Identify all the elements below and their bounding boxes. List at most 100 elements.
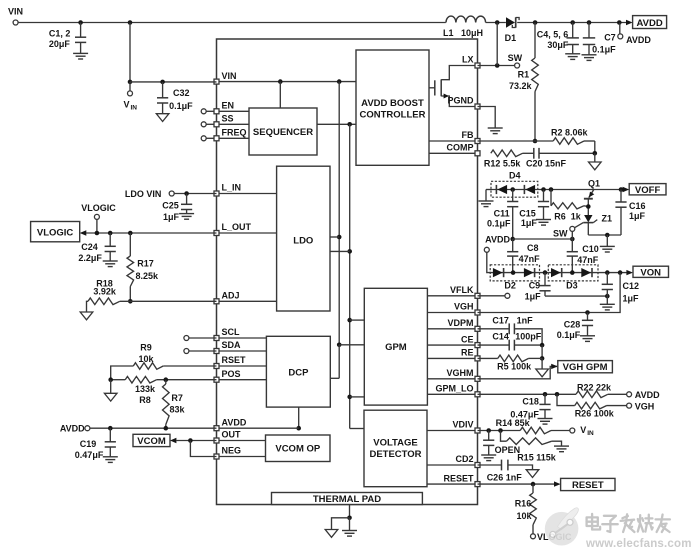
svg-text:C7: C7 [604, 32, 616, 42]
svg-text:L_IN: L_IN [222, 183, 242, 193]
svg-text:OPEN: OPEN [495, 445, 521, 455]
svg-text:VDPM: VDPM [447, 318, 473, 328]
svg-text:0.47μF: 0.47μF [510, 409, 539, 419]
svg-text:D1: D1 [505, 33, 517, 43]
svg-text:C4, 5, 6: C4, 5, 6 [537, 29, 569, 39]
svg-text:LX: LX [462, 55, 474, 65]
svg-text:AVDD: AVDD [222, 417, 247, 427]
svg-text:VIN: VIN [8, 7, 23, 17]
svg-text:20μF: 20μF [49, 39, 71, 49]
svg-text:VGH: VGH [454, 302, 474, 312]
svg-text:100pF: 100pF [515, 331, 542, 341]
svg-text:www.elecfans.com: www.elecfans.com [585, 538, 692, 550]
svg-text:VGH GPM: VGH GPM [563, 362, 608, 373]
svg-text:RE: RE [461, 348, 474, 358]
svg-text:CD2: CD2 [455, 454, 473, 464]
svg-text:47nF: 47nF [577, 255, 599, 265]
svg-text:Q1: Q1 [588, 178, 600, 188]
svg-text:AVDD: AVDD [485, 234, 510, 244]
svg-text:L_OUT: L_OUT [222, 222, 252, 232]
svg-text:C20 15nF: C20 15nF [526, 158, 567, 168]
svg-text:AVDD: AVDD [635, 390, 660, 400]
svg-text:8.25k: 8.25k [136, 271, 160, 281]
svg-text:73.2k: 73.2k [509, 81, 533, 91]
svg-text:AVDD: AVDD [60, 424, 85, 434]
svg-text:R8: R8 [139, 395, 151, 405]
svg-text:VGHM: VGHM [447, 368, 474, 378]
svg-text:C28: C28 [564, 319, 581, 329]
svg-text:CE: CE [461, 334, 474, 344]
svg-text:D4: D4 [509, 171, 521, 181]
svg-text:C10: C10 [582, 244, 599, 254]
svg-text:POS: POS [222, 369, 241, 379]
svg-text:1μF: 1μF [521, 218, 538, 228]
svg-text:R16: R16 [515, 498, 532, 508]
svg-text:FB: FB [462, 130, 474, 140]
svg-text:RESET: RESET [443, 473, 474, 483]
svg-text:0.1μF: 0.1μF [592, 45, 616, 55]
svg-text:SW: SW [553, 229, 568, 239]
svg-text:IN: IN [587, 430, 594, 437]
svg-text:ADJ: ADJ [222, 291, 240, 301]
svg-text:LDO: LDO [293, 236, 313, 247]
svg-text:FREQ: FREQ [222, 128, 247, 138]
svg-text:1k: 1k [571, 211, 582, 221]
svg-text:SS: SS [222, 114, 234, 124]
svg-text:RESET: RESET [572, 480, 604, 491]
svg-text:VCOM: VCOM [137, 436, 166, 447]
svg-text:R2 8.06k: R2 8.06k [551, 128, 589, 138]
svg-text:D3: D3 [566, 281, 578, 291]
svg-text:COMP: COMP [447, 143, 474, 153]
svg-text:1μF: 1μF [525, 292, 542, 302]
svg-text:C18: C18 [522, 397, 539, 407]
svg-text:L1: L1 [443, 28, 454, 38]
svg-text:VDIV: VDIV [452, 420, 473, 430]
svg-text:DETECTOR: DETECTOR [369, 449, 421, 460]
svg-text:CONTROLLER: CONTROLLER [360, 110, 426, 121]
svg-text:VGH: VGH [635, 402, 655, 412]
svg-text:AVDD: AVDD [626, 35, 651, 45]
svg-text:VCOM OP: VCOM OP [275, 444, 321, 455]
svg-text:133k: 133k [135, 384, 156, 394]
svg-text:C25: C25 [162, 201, 179, 211]
svg-text:2.2μF: 2.2μF [78, 253, 102, 263]
svg-text:VLOGIC: VLOGIC [37, 227, 74, 238]
svg-text:VOFF: VOFF [635, 185, 661, 196]
svg-text:1μF: 1μF [163, 212, 180, 222]
svg-text:C1, 2: C1, 2 [49, 28, 71, 38]
svg-text:DCP: DCP [288, 368, 309, 379]
svg-text:R15 115k: R15 115k [517, 453, 557, 463]
svg-text:VIN: VIN [222, 71, 237, 81]
svg-text:PGND: PGND [447, 96, 474, 106]
svg-text:VON: VON [640, 267, 661, 278]
svg-text:R17: R17 [137, 258, 154, 268]
svg-text:C14: C14 [492, 331, 509, 341]
svg-text:Z1: Z1 [602, 213, 613, 223]
svg-text:NEG: NEG [222, 446, 242, 456]
svg-text:R22 22k: R22 22k [577, 383, 612, 393]
svg-text:OUT: OUT [222, 430, 242, 440]
svg-text:THERMAL PAD: THERMAL PAD [313, 494, 381, 505]
svg-text:R6: R6 [554, 211, 566, 221]
svg-text:C8: C8 [527, 243, 539, 253]
svg-text:10k: 10k [138, 354, 154, 364]
svg-text:10μH: 10μH [461, 28, 483, 38]
svg-text:1μF: 1μF [623, 294, 640, 304]
svg-text:SEQUENCER: SEQUENCER [253, 127, 313, 138]
svg-text:R1: R1 [518, 69, 530, 79]
svg-text:R14 85k: R14 85k [496, 418, 531, 428]
svg-text:0.47μF: 0.47μF [75, 450, 104, 460]
svg-text:C9: C9 [529, 281, 541, 291]
svg-text:30μF: 30μF [547, 40, 569, 50]
svg-text:R26 100k: R26 100k [575, 409, 615, 419]
svg-text:0.1μF: 0.1μF [487, 219, 511, 229]
svg-text:47nF: 47nF [519, 254, 541, 264]
svg-text:R9: R9 [140, 342, 152, 352]
svg-text:EN: EN [222, 101, 235, 111]
svg-text:C26 1nF: C26 1nF [487, 472, 523, 482]
svg-text:GPM_LO: GPM_LO [435, 384, 473, 394]
svg-text:0.1μF: 0.1μF [557, 330, 581, 340]
svg-text:SCL: SCL [222, 327, 241, 337]
svg-text:C19: C19 [80, 439, 97, 449]
svg-text:R5 100k: R5 100k [497, 362, 532, 372]
